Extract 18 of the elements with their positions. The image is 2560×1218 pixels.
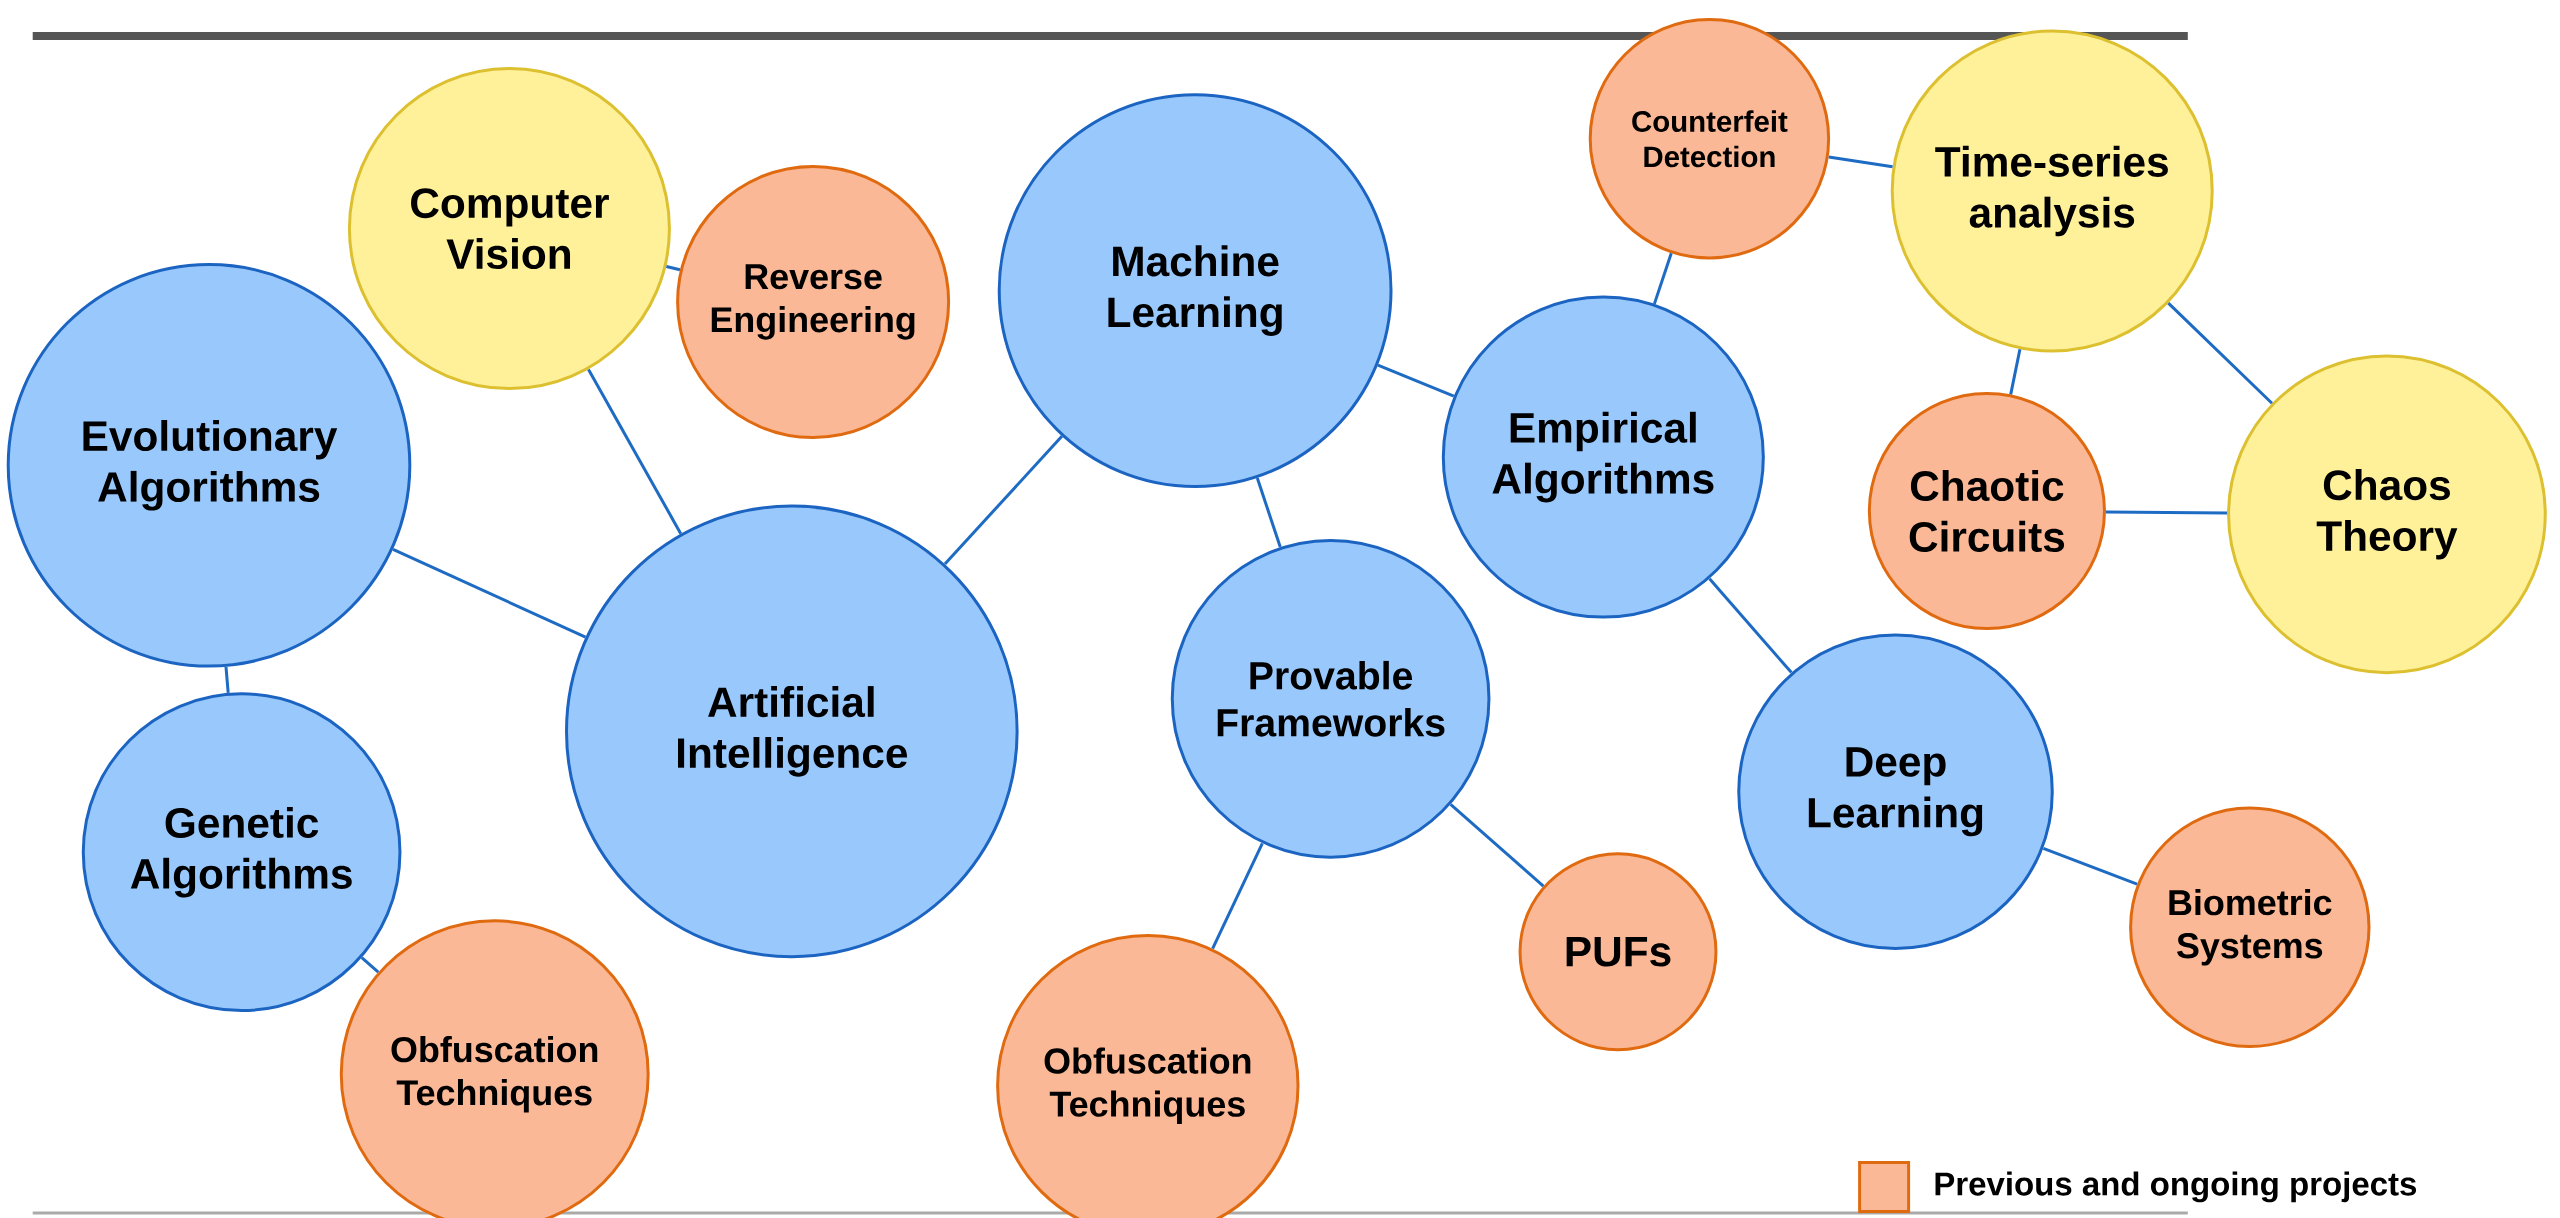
connector-line xyxy=(2167,302,2273,405)
connector-line xyxy=(1211,842,1264,950)
legend-label: Previous and ongoing projects xyxy=(1935,1171,2417,1203)
connector-line xyxy=(2042,846,2138,886)
connector-line xyxy=(1708,577,1793,674)
connector-line xyxy=(1828,155,1893,169)
connector-line xyxy=(1255,477,1282,548)
connector-line xyxy=(2009,348,2022,395)
connector-line xyxy=(1377,363,1455,398)
connector-line xyxy=(587,368,683,535)
connector-line xyxy=(666,265,681,272)
connector-line xyxy=(2105,510,2228,515)
connector-line xyxy=(943,435,1063,566)
connector-line xyxy=(1652,252,1673,305)
connector-line xyxy=(224,666,230,694)
connector-line xyxy=(392,547,587,639)
connector-line xyxy=(1449,803,1545,888)
connector-line xyxy=(360,956,380,974)
